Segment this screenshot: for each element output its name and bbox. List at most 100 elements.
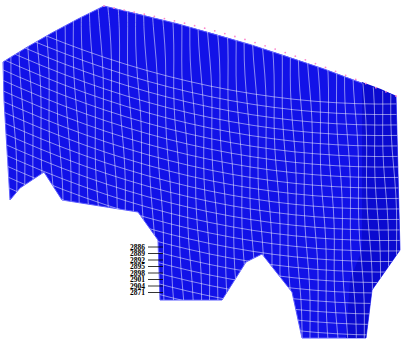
mesh-line xyxy=(396,0,402,342)
mesh-node-dot xyxy=(194,25,196,27)
mesh-line xyxy=(342,0,356,342)
mesh-node-dot xyxy=(365,83,367,85)
mesh-node-dot xyxy=(224,33,226,35)
mesh-line xyxy=(44,0,61,342)
mesh-line xyxy=(0,184,402,272)
mesh-line xyxy=(0,300,402,342)
mesh-node-dot xyxy=(204,27,206,29)
mesh-node-dot xyxy=(164,18,166,20)
leader-line xyxy=(148,286,163,287)
leader-line xyxy=(148,266,163,267)
callout-number: 2871 xyxy=(129,289,146,296)
mesh-line xyxy=(0,90,402,178)
mesh-line xyxy=(73,0,85,342)
mesh-node-dot xyxy=(143,13,145,15)
mesh-node-dot xyxy=(184,22,186,24)
mesh-node-dot xyxy=(103,5,105,7)
mesh-node-dot xyxy=(294,55,296,57)
mesh-line xyxy=(0,331,402,342)
mesh-node-dot xyxy=(335,70,337,72)
mesh-line xyxy=(369,0,384,342)
mesh-line xyxy=(161,0,178,342)
mesh-line xyxy=(198,0,212,342)
mesh-line xyxy=(377,0,394,342)
mesh-line xyxy=(269,0,286,342)
mesh-node-dot xyxy=(284,52,286,54)
mesh-node-dot xyxy=(395,95,397,97)
mesh-line xyxy=(206,0,223,342)
mesh-line xyxy=(361,0,373,342)
mesh-line xyxy=(54,0,69,342)
mesh-line xyxy=(306,0,319,342)
mesh-line xyxy=(252,0,266,342)
mesh-line xyxy=(0,48,402,136)
mesh-node-dot xyxy=(123,9,125,11)
mesh-line xyxy=(89,0,105,342)
mesh-line xyxy=(81,0,94,342)
mesh-line xyxy=(0,321,402,342)
mesh-line xyxy=(0,16,402,104)
mesh-node-dot xyxy=(214,30,216,32)
mesh-node-dot xyxy=(304,59,306,61)
mesh-line xyxy=(0,237,402,325)
mesh-line xyxy=(332,0,348,342)
mesh-node-dot xyxy=(274,48,276,50)
mesh-node-dot xyxy=(345,74,347,76)
mesh-node-dot xyxy=(375,87,377,89)
mesh-line xyxy=(0,289,402,342)
mesh-line xyxy=(260,0,276,342)
leader-line xyxy=(148,279,163,280)
mesh-line xyxy=(289,0,302,342)
mesh-line xyxy=(171,0,185,342)
mesh-line xyxy=(64,0,77,342)
mesh-line xyxy=(35,0,52,342)
mesh-line xyxy=(152,0,169,342)
leader-line xyxy=(148,273,163,274)
mesh-line xyxy=(235,0,248,342)
mesh-line xyxy=(352,0,364,342)
mesh-node-dot xyxy=(234,36,236,38)
mesh-node-dot xyxy=(133,11,135,13)
mesh-node-dot xyxy=(385,91,387,93)
mesh-line xyxy=(278,0,294,342)
mesh-line xyxy=(225,0,240,342)
mesh-line xyxy=(0,247,402,335)
mesh-line xyxy=(98,0,115,342)
leader-lines xyxy=(148,247,163,293)
mesh-line xyxy=(181,0,193,342)
mesh-node-dot xyxy=(254,42,256,44)
mesh-node-dot xyxy=(174,20,176,22)
mesh-node-dot xyxy=(315,63,317,65)
mesh-line xyxy=(0,279,402,342)
mesh-node-dot xyxy=(355,78,357,80)
mesh-node-dot xyxy=(244,39,246,41)
mesh-line xyxy=(0,69,402,157)
mesh-line xyxy=(298,0,310,342)
mesh-line xyxy=(190,0,202,342)
mesh-line xyxy=(215,0,232,342)
mesh-line xyxy=(323,0,340,342)
side-face xyxy=(346,82,400,338)
mesh-line xyxy=(0,132,402,220)
leader-line xyxy=(148,253,163,254)
mesh-node-dot xyxy=(113,7,115,9)
leader-line xyxy=(148,260,163,261)
mesh-line xyxy=(0,310,402,342)
mesh-line xyxy=(0,205,402,293)
mesh-line xyxy=(10,0,22,342)
leader-line xyxy=(148,292,163,293)
mesh-node-dot xyxy=(153,15,155,17)
leader-line xyxy=(148,247,163,248)
mesh-line xyxy=(0,37,402,125)
mesh-line xyxy=(0,0,15,342)
mesh-line xyxy=(0,100,402,188)
mesh-line xyxy=(386,0,402,342)
mesh-line xyxy=(244,0,256,342)
mesh-line xyxy=(107,0,123,342)
mesh-node-dot xyxy=(325,66,327,68)
mesh-line xyxy=(19,0,31,342)
mesh-line xyxy=(314,0,330,342)
